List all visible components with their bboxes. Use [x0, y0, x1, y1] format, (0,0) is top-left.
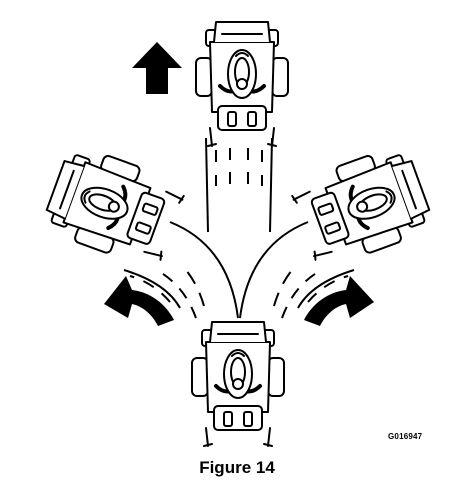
curved-arrow-left-icon: [104, 276, 174, 326]
mower-start-icon: [190, 320, 286, 448]
mower-right-turn-icon: [286, 140, 439, 274]
arrow-up-icon: [132, 42, 182, 94]
right-turn-path-lines: [239, 221, 355, 319]
figure-id-code: G016947: [388, 432, 423, 441]
straight-path-lines: [205, 137, 273, 233]
left-turn-path-lines: [123, 221, 239, 319]
mower-left-turn-icon: [37, 140, 190, 274]
figure-caption: Figure 14: [199, 458, 275, 477]
mower-straight-icon: [194, 20, 290, 148]
curved-arrow-right-icon: [304, 276, 374, 326]
